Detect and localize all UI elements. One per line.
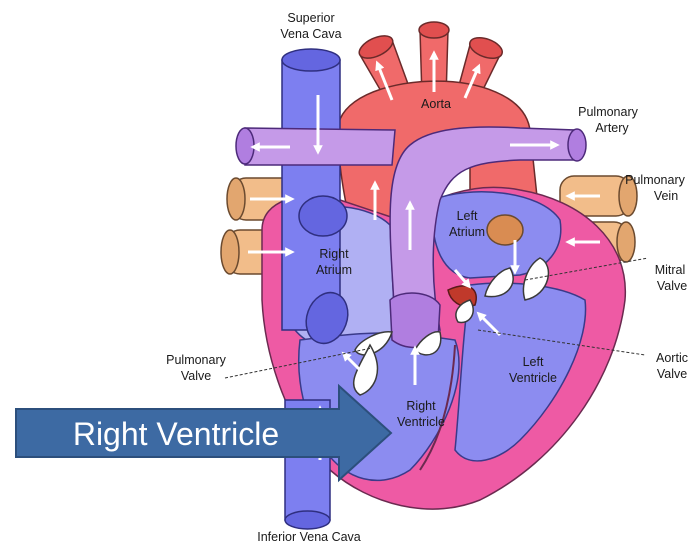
label-left-atrium-2: Atrium	[449, 225, 485, 239]
label-superior-vena-cava-1: Superior	[287, 11, 334, 25]
label-mitral-valve-1: Mitral	[655, 263, 686, 277]
label-right-ventricle-1: Right	[406, 399, 436, 413]
label-pulmonary-vein-1: Pulmonary	[625, 173, 685, 187]
label-aorta: Aorta	[421, 97, 451, 111]
label-superior-vena-cava-2: Vena Cava	[280, 27, 341, 41]
label-mitral-valve-2: Valve	[657, 279, 687, 293]
label-inferior-vena-cava: Inferior Vena Cava	[257, 530, 361, 544]
label-left-atrium-1: Left	[457, 209, 478, 223]
label-left-ventricle-1: Left	[523, 355, 544, 369]
label-right-atrium-1: Right	[319, 247, 349, 261]
label-aortic-valve-1: Aortic	[656, 351, 688, 365]
label-left-ventricle-2: Ventricle	[509, 371, 557, 385]
label-pulmonary-vein-2: Vein	[654, 189, 678, 203]
label-pulmonary-valve-1: Pulmonary	[166, 353, 226, 367]
label-right-ventricle-2: Ventricle	[397, 415, 445, 429]
label-pulmonary-valve-2: Valve	[181, 369, 211, 383]
callout-label: Right Ventricle	[73, 416, 279, 452]
pulmonary-vein-opening	[487, 215, 523, 245]
label-pulmonary-artery-2: Artery	[595, 121, 629, 135]
label-pulmonary-artery-1: Pulmonary	[578, 105, 638, 119]
label-right-atrium-2: Atrium	[316, 263, 352, 277]
label-aortic-valve-2: Valve	[657, 367, 687, 381]
